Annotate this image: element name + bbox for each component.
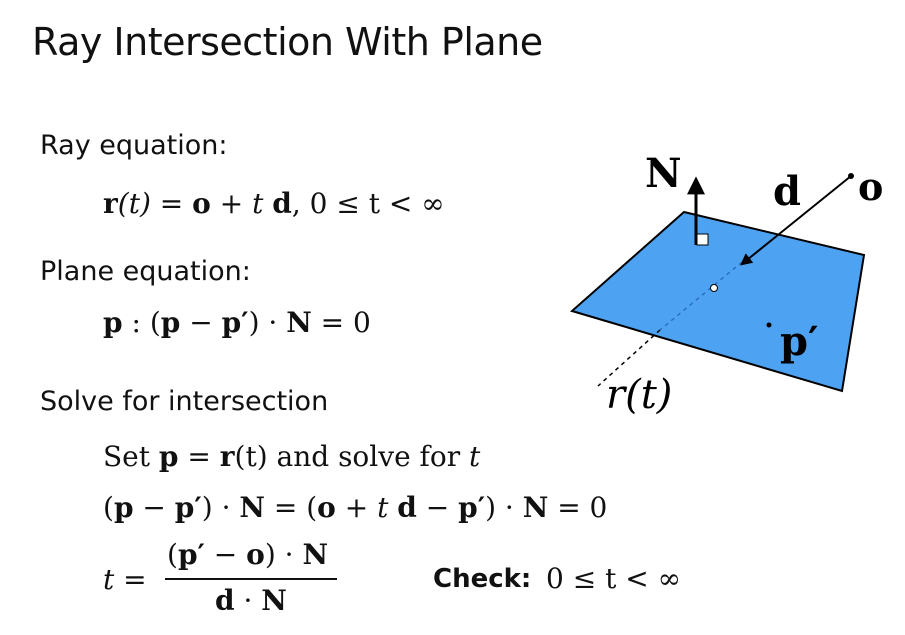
solve1-t: t <box>469 440 481 473</box>
solve-line-3-fraction: (p′ − o) · N d · N <box>165 538 337 618</box>
ray-eq-r: r <box>103 187 118 220</box>
den-dot: · <box>234 584 262 617</box>
direction-label: d <box>773 168 801 215</box>
solve2-eq: = ( <box>264 491 318 524</box>
plane-eq-minus: − <box>180 306 222 339</box>
plane-eq-N: N <box>286 306 312 339</box>
solve-line-1: Set p = r(t) and solve for t <box>103 440 480 473</box>
num-pprime: p′ <box>177 538 205 571</box>
plane-eq-p2: p <box>160 306 181 339</box>
solve-heading: Solve for intersection <box>40 386 329 417</box>
solve2-pprime2: p′ <box>458 491 486 524</box>
solve1-tail: (t) and solve for <box>234 440 470 473</box>
ray-eq-d: d <box>272 187 292 220</box>
ray-equation-heading: Ray equation: <box>40 130 228 161</box>
num-minus: − <box>204 538 247 571</box>
solve2-o: o <box>317 491 336 524</box>
intersection-point <box>710 284 718 292</box>
solve2-rest: = 0 <box>548 491 608 524</box>
solve-line-2: (p − p′) · N = (o + t d − p′) · N = 0 <box>103 491 607 524</box>
solve2-N1: N <box>239 491 265 524</box>
ray-eq-plus: + <box>210 187 253 220</box>
solve3-lhs: t = <box>103 563 147 596</box>
ray-label: r(t) <box>606 372 672 418</box>
solve2-pprime: p′ <box>174 491 202 524</box>
solve2-minus2: − <box>416 491 459 524</box>
num-N: N <box>302 538 329 571</box>
fraction-denominator: d · N <box>215 584 287 617</box>
ray-eq-range: , 0 ≤ t < ∞ <box>291 187 445 220</box>
slide-title: Ray Intersection With Plane <box>32 20 543 64</box>
plane <box>569 210 866 393</box>
ray-eq-t-paren: (t) <box>117 187 151 220</box>
ray-eq-t: t <box>252 187 264 220</box>
solve2-plus: + <box>335 491 378 524</box>
fraction-bar <box>165 578 337 580</box>
num-close: ) · <box>264 538 303 571</box>
solve1-p: p <box>158 440 179 473</box>
ray-dashed-plane <box>659 261 743 331</box>
solve2-dot2: ) · <box>485 491 523 524</box>
num-o: o <box>246 538 265 571</box>
origin-label: o <box>858 164 883 209</box>
fraction-numerator: (p′ − o) · N <box>167 538 328 571</box>
solve2-t: t <box>377 491 398 524</box>
den-d: d <box>215 584 235 617</box>
solve2-open: ( <box>103 491 114 524</box>
solve2-d: d <box>397 491 417 524</box>
plane-eq-dot: ) · <box>248 306 287 339</box>
plane-equation: p : (p − p′) · N = 0 <box>103 306 371 339</box>
plane-eq-p: p <box>103 306 123 339</box>
plane-eq-pprime: p′ <box>221 306 249 339</box>
ray-eq-equals: = <box>150 187 193 220</box>
check-label: Check: <box>433 564 532 594</box>
origin-point <box>848 173 854 179</box>
solve2-minus: − <box>133 491 175 524</box>
plane-equation-heading: Plane equation: <box>40 256 251 287</box>
plane-eq-rest: = 0 <box>311 306 371 339</box>
plane-point <box>766 322 772 328</box>
ray-direction-arrow <box>740 175 852 266</box>
num-open: ( <box>167 538 178 571</box>
solve1-r: r <box>219 440 235 473</box>
solve2-p: p <box>113 491 134 524</box>
solve-line-3-lhs: t = <box>103 563 147 596</box>
den-N: N <box>261 584 287 617</box>
check-condition: 0 ≤ t < ∞ <box>546 562 681 595</box>
right-angle-marker <box>696 233 709 246</box>
ray-eq-o: o <box>192 187 211 220</box>
plane-eq-colon: : ( <box>122 306 161 339</box>
ray-equation: r(t) = o + t d, 0 ≤ t < ∞ <box>103 187 445 220</box>
solve2-dot1: ) · <box>201 491 240 524</box>
solve1-set: Set <box>103 440 159 473</box>
solve1-eq: = <box>178 440 220 473</box>
plane-point-label: p′ <box>780 318 819 365</box>
normal-label: N <box>645 150 682 197</box>
solve2-N2: N <box>522 491 549 524</box>
ray-dashed-below <box>597 329 661 387</box>
